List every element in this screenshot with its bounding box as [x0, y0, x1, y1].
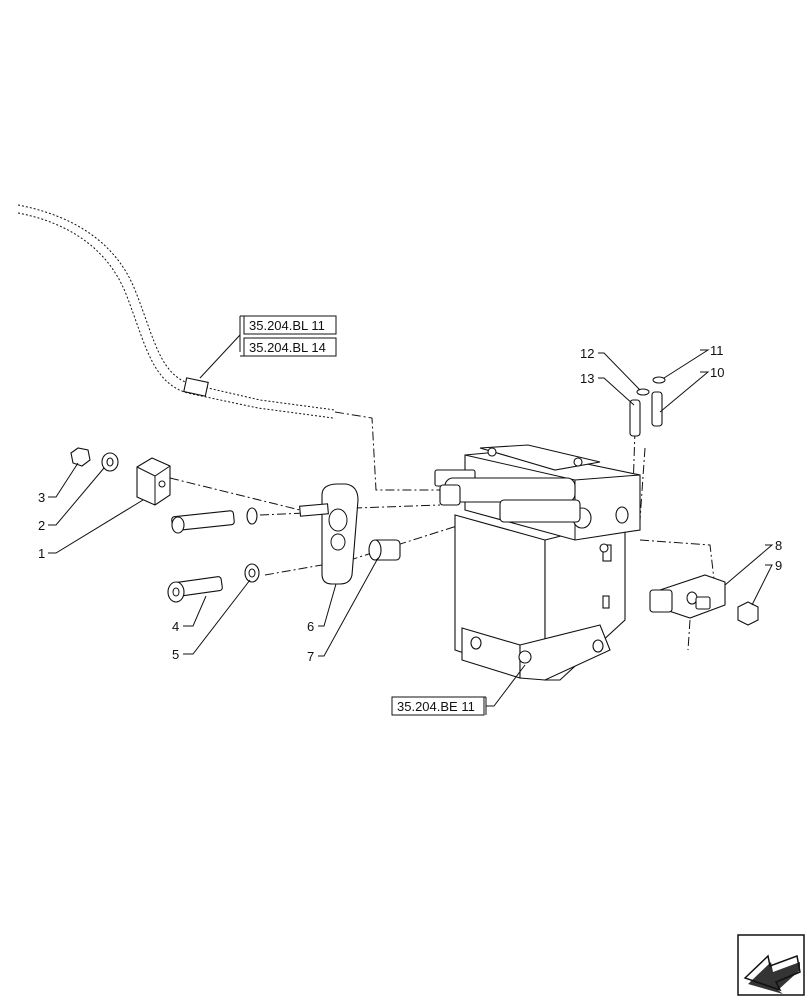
callout-12: 12 [580, 346, 594, 361]
clip-part-12 [636, 388, 650, 396]
callout-1: 1 [38, 546, 45, 561]
arrow-icon[interactable] [737, 934, 805, 996]
clevis-part-8 [649, 574, 726, 619]
washer-part-2 [101, 452, 119, 472]
control-cable [17, 204, 336, 419]
callout-10: 10 [710, 365, 724, 380]
callout-9: 9 [775, 558, 782, 573]
callout-leaders [48, 316, 774, 707]
reference-be11[interactable]: 35.204.BE 11 [391, 696, 485, 716]
bolt-upper [171, 507, 258, 534]
pin-part-13 [629, 399, 641, 437]
callout-5: 5 [172, 647, 179, 662]
bushing-part-7 [368, 539, 401, 561]
valve-body [434, 444, 641, 681]
callout-labels: 3 2 1 4 5 6 7 8 9 10 11 12 13 [38, 343, 782, 664]
callout-3: 3 [38, 490, 45, 505]
callout-13: 13 [580, 371, 594, 386]
callout-6: 6 [307, 619, 314, 634]
washer-part-5 [244, 563, 260, 583]
reference-be11-text: 35.204.BE 11 [397, 699, 475, 714]
callout-4: 4 [172, 619, 179, 634]
reference-bl11[interactable]: 35.204.BL 11 [243, 315, 337, 335]
callout-2: 2 [38, 518, 45, 533]
nut-part-3 [70, 447, 91, 467]
pin-part-10 [651, 391, 663, 427]
clip-part-11 [652, 376, 666, 384]
reference-bl14[interactable]: 35.204.BL 14 [243, 337, 337, 357]
reference-bl14-text: 35.204.BL 14 [249, 340, 326, 355]
callout-11: 11 [710, 343, 724, 358]
reference-bl11-text: 35.204.BL 11 [249, 318, 325, 333]
cap-screw-part-4 [167, 576, 223, 603]
nut-part-9 [737, 601, 759, 626]
lever-plate-part-6 [299, 483, 359, 585]
clamp-block-part-1 [136, 457, 171, 506]
callout-7: 7 [307, 649, 314, 664]
callout-8: 8 [775, 538, 782, 553]
